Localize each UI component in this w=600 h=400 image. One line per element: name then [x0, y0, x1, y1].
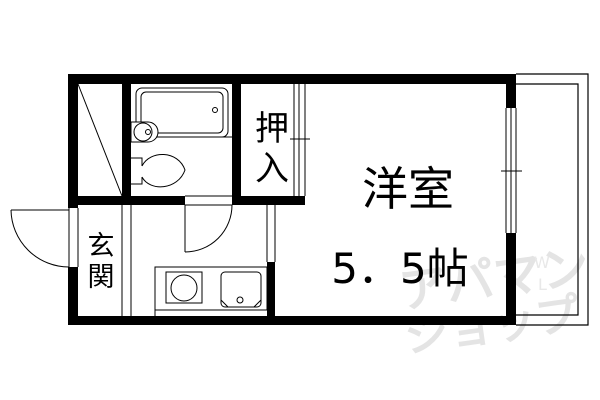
entrance-label-bottom: 関 [88, 262, 115, 293]
watermark-w: W [534, 253, 550, 272]
closet-label-bottom: 入 [255, 149, 289, 189]
thin-lines [68, 83, 522, 316]
washbasin [130, 121, 159, 143]
bathroom-door [184, 204, 233, 253]
closet-label-top: 押 [255, 109, 289, 149]
kitchen-counter [154, 266, 268, 316]
entrance-door [10, 209, 70, 268]
walls [68, 74, 516, 325]
entrance-label-top: 玄 [88, 231, 115, 262]
watermark-l: L [538, 275, 547, 294]
balcony [516, 73, 589, 326]
western-room-label: 洋室 [362, 162, 454, 216]
toilet [131, 154, 186, 188]
sink [220, 271, 262, 308]
stove [165, 271, 203, 304]
watermark: アパマン ショップ W L [396, 238, 593, 363]
western-room-size: 5．5帖 [331, 244, 468, 293]
